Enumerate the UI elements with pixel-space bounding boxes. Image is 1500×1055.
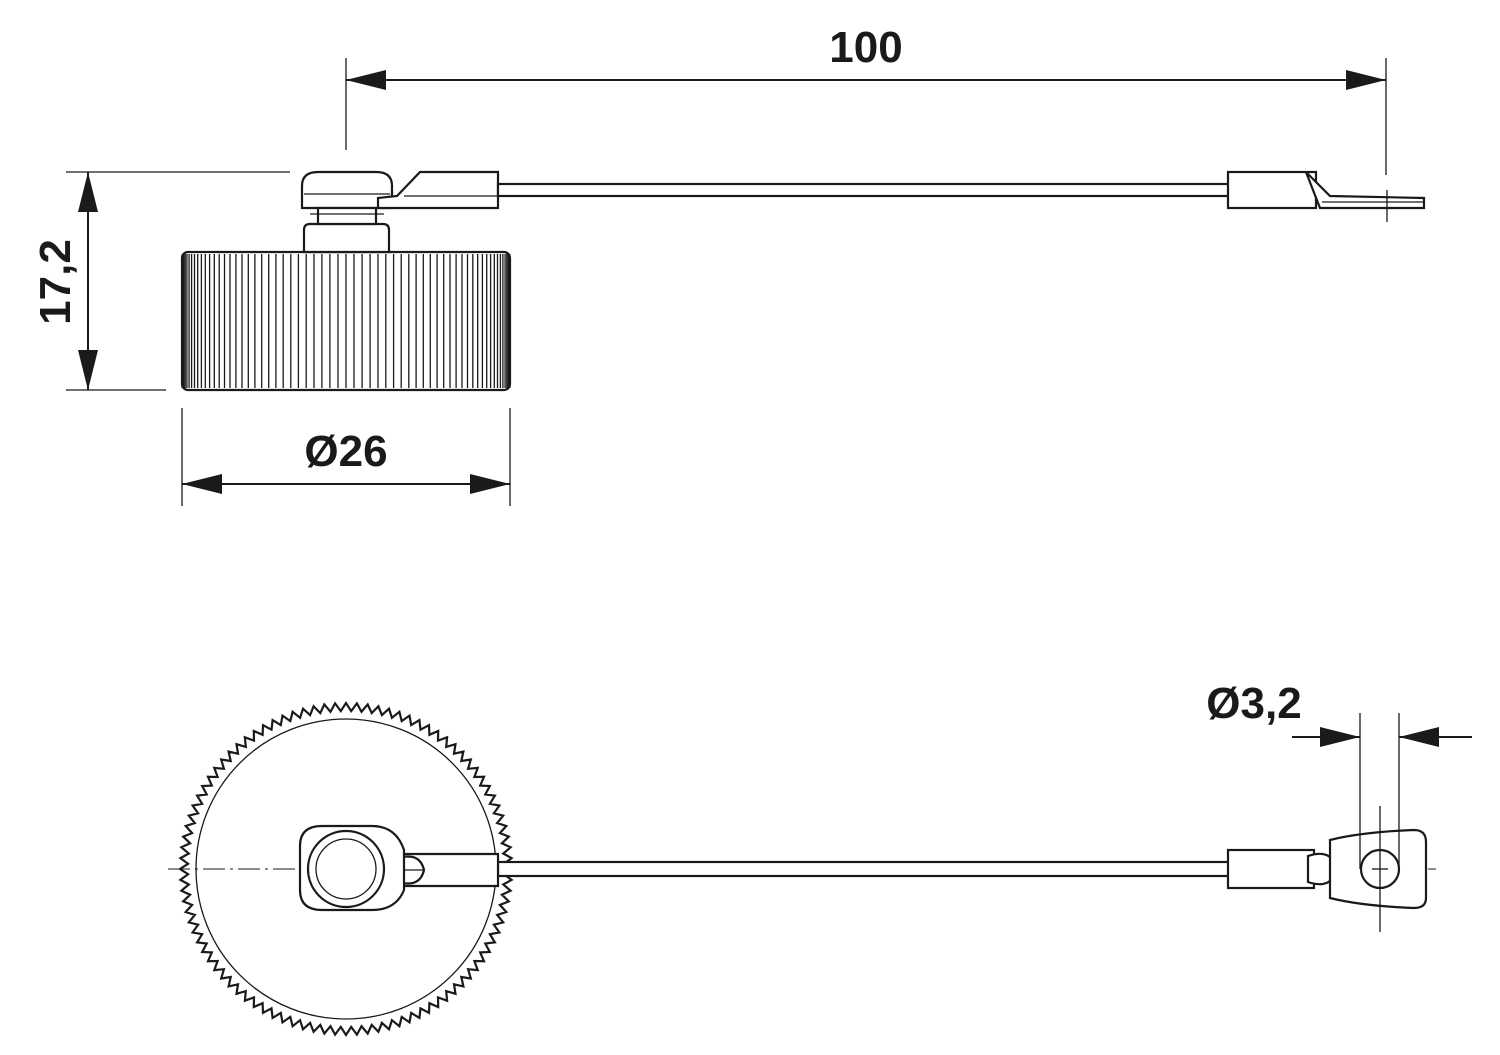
dimension-length-label: 100 — [829, 23, 902, 72]
strap-lug-left — [376, 170, 500, 210]
side-view: 100 17,2 Ø26 — [31, 23, 1426, 506]
strap-ferrule-right — [1226, 170, 1318, 210]
strap-wire-side — [496, 182, 1232, 198]
strap-ferrule-top — [1226, 848, 1316, 890]
dimension-height-label: 17,2 — [31, 239, 80, 325]
cap-plug-ring — [306, 829, 386, 909]
dimension-diameter-label: Ø26 — [304, 427, 387, 476]
cap-knurling-side — [181, 254, 511, 388]
cap-plug-collar — [316, 206, 378, 226]
strap-eyelet-side — [1304, 171, 1426, 210]
cap-plug-top — [300, 170, 394, 210]
cap-neck — [302, 222, 391, 254]
dimension-hole-diameter-label: Ø3,2 — [1206, 679, 1301, 728]
strap-wire-top — [496, 860, 1232, 878]
top-view: Ø3,2 — [168, 679, 1472, 1038]
